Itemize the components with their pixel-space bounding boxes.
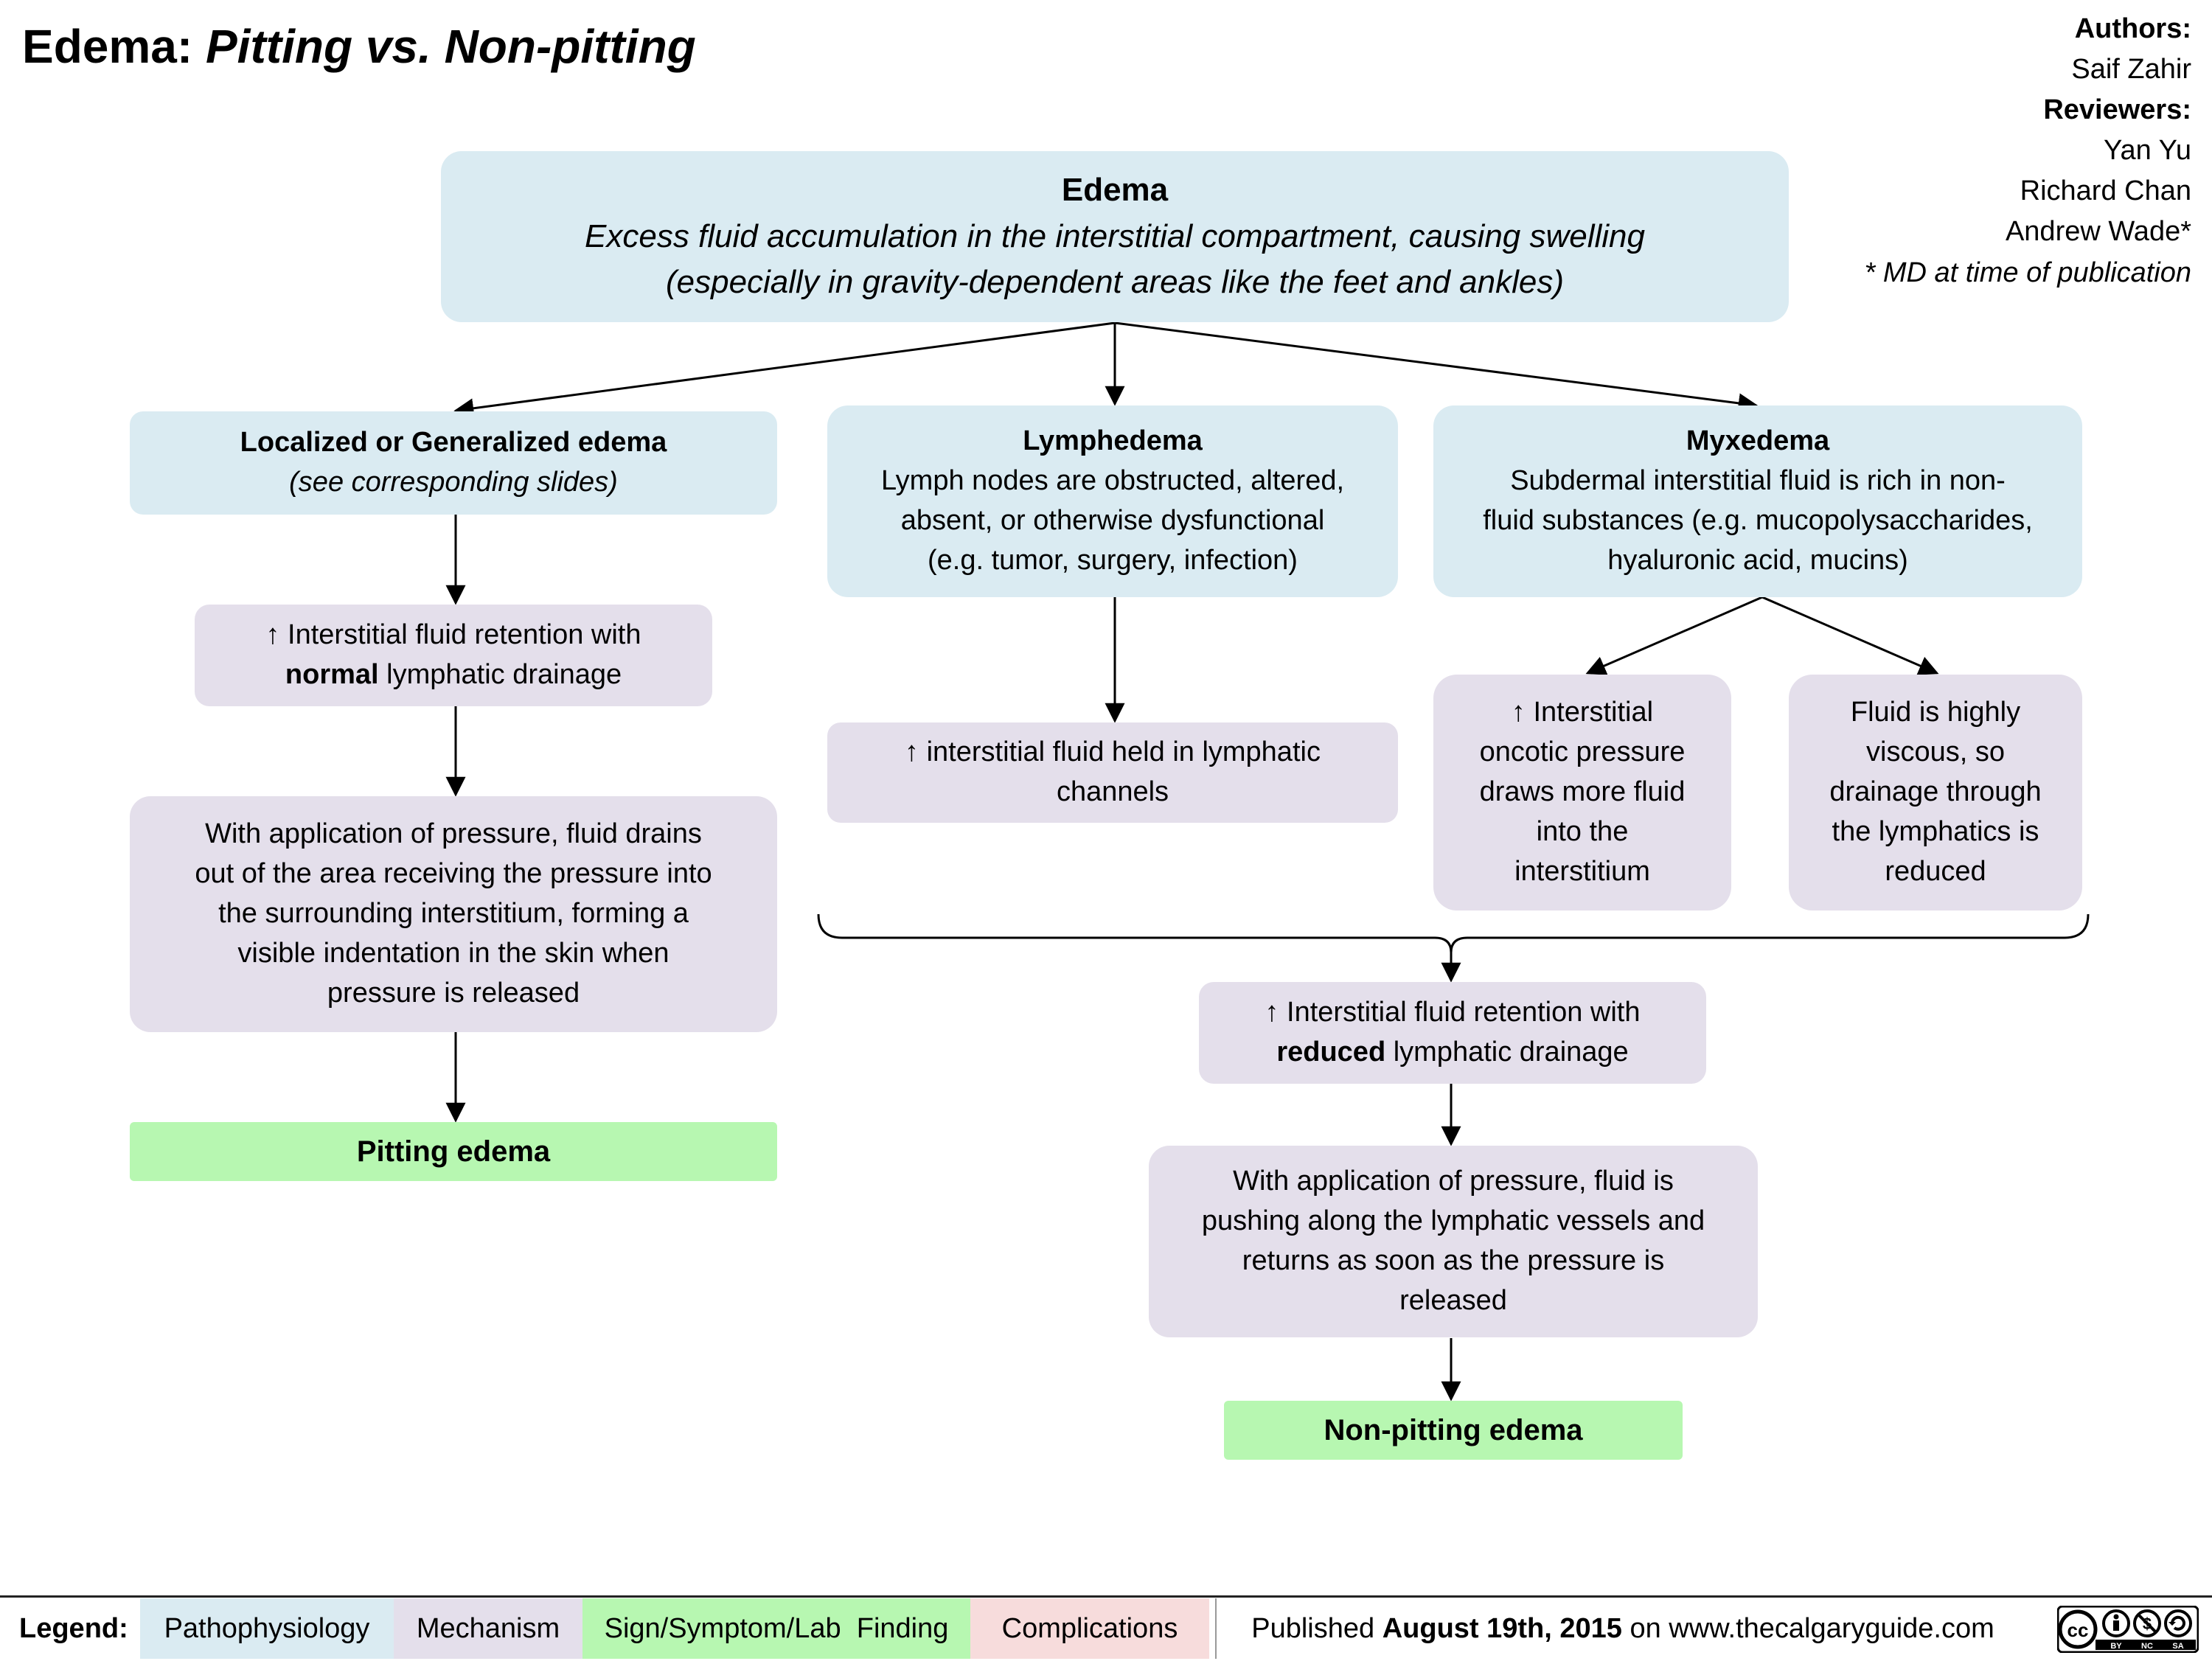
node-localized-generalized: Localized or Generalized edema (see corr… [130, 411, 777, 515]
node-reduced-line: ↑ Interstitial fluid retention with [1265, 997, 1641, 1028]
node-reduced-drainage: ↑ Interstitial fluid retention with redu… [1199, 982, 1706, 1084]
node-myxedema-line: Subdermal interstitial fluid is rich in … [1510, 465, 2006, 497]
node-lymphedema: Lymphedema Lymph nodes are obstructed, a… [827, 405, 1398, 597]
title-main: Edema: [22, 20, 193, 73]
node-oncotic-line: oncotic pressure [1479, 737, 1686, 768]
node-reduced-rest: lymphatic drainage [1385, 1037, 1629, 1068]
node-nonpitting-mech-line: released [1399, 1284, 1507, 1316]
node-edema-line: Excess fluid accumulation in the interst… [585, 217, 1645, 254]
authors-label: Authors: [2074, 13, 2191, 44]
node-oncotic-line: into the [1536, 815, 1629, 847]
published-prefix: Published [1251, 1612, 1375, 1644]
node-normal-drainage: ↑ Interstitial fluid retention with norm… [195, 605, 712, 706]
published-info: Published August 19th, 2015 on www.theca… [1215, 1598, 2029, 1659]
node-normal-line2: normal lymphatic drainage [285, 655, 622, 695]
arrow-edema-to-myxedema [1114, 321, 1759, 414]
legend-bar [0, 1595, 2212, 1661]
legend-item-pathophysiology: Pathophysiology [140, 1598, 394, 1659]
node-normal-line: ↑ Interstitial fluid retention with [265, 619, 641, 651]
legend-label: Legend: [19, 1612, 128, 1644]
title-sub: Pitting vs. Non-pitting [205, 20, 696, 73]
svg-text:BY: BY [2110, 1642, 2122, 1651]
node-pitting-edema: Pitting edema [130, 1122, 777, 1181]
node-nonpitting-mech-line: With application of pressure, fluid is [1233, 1166, 1674, 1197]
node-lymphedema-title: Lymphedema [1023, 425, 1203, 457]
node-lymphatic-channels: ↑ interstitial fluid held in lymphatic c… [827, 722, 1398, 823]
node-pitting-mechanism: With application of pressure, fluid drai… [130, 796, 777, 1032]
node-nonpitting-mechanism: With application of pressure, fluid is p… [1149, 1146, 1758, 1337]
node-myxedema-line: hyaluronic acid, mucins) [1607, 544, 1908, 576]
author-name: Saif Zahir [2071, 54, 2191, 86]
cc-by-nc-sa-icon: cc $ BY NC SA [2056, 1605, 2199, 1654]
node-oncotic-line: interstitium [1514, 855, 1650, 887]
reviewer-name: Andrew Wade* [2005, 216, 2191, 248]
merge-brace [817, 913, 2090, 953]
node-pitting-mech-line: visible indentation in the skin when [237, 937, 669, 969]
node-pitting-mech-line: With application of pressure, fluid drai… [205, 818, 702, 850]
node-channels-line: channels [1056, 776, 1169, 807]
node-pitting-mech-line: out of the area receiving the pressure i… [195, 858, 712, 890]
node-pitting-mech-line: the surrounding interstitium, forming a [218, 898, 689, 930]
node-viscous-fluid: Fluid is highly viscous, so drainage thr… [1789, 675, 2082, 910]
node-oncotic-line: ↑ Interstitial [1511, 697, 1654, 728]
node-edema: Edema Excess fluid accumulation in the i… [441, 151, 1789, 322]
svg-text:cc: cc [2067, 1619, 2089, 1641]
node-viscous-line: the lymphatics is [1832, 815, 2039, 847]
reviewers-label: Reviewers: [2043, 94, 2191, 126]
node-normal-bold: normal [285, 659, 379, 690]
legend-item-complications: Complications [970, 1598, 1209, 1659]
arrow-myxedema-to-oncotic [1585, 596, 1763, 675]
node-oncotic-line: draws more fluid [1479, 776, 1686, 808]
node-lymphedema-line: (e.g. tumor, surgery, infection) [928, 544, 1298, 576]
node-reduced-line2: reduced lymphatic drainage [1276, 1033, 1628, 1073]
published-suffix: on www.thecalgaryguide.com [1630, 1612, 1994, 1644]
arrow-myxedema-to-viscous [1761, 596, 1939, 675]
node-myxedema: Myxedema Subdermal interstitial fluid is… [1433, 405, 2082, 597]
legend-item-sign-symptom: Sign/Symptom/Lab Finding [582, 1598, 970, 1659]
node-reduced-bold: reduced [1276, 1037, 1386, 1068]
node-viscous-line: Fluid is highly [1850, 697, 2021, 728]
svg-text:NC: NC [2141, 1642, 2153, 1651]
node-pitting-edema-label: Pitting edema [356, 1135, 551, 1168]
node-viscous-line: reduced [1885, 855, 1986, 887]
node-viscous-line: drainage through [1829, 776, 2042, 808]
reviewer-name: Yan Yu [2103, 135, 2191, 167]
svg-text:SA: SA [2172, 1642, 2183, 1651]
node-channels-line: ↑ interstitial fluid held in lymphatic [905, 737, 1321, 768]
node-oncotic-pressure: ↑ Interstitial oncotic pressure draws mo… [1433, 675, 1731, 910]
reviewer-name: Richard Chan [2020, 175, 2191, 207]
credits: Authors: Saif Zahir Reviewers: Yan Yu Ri… [1864, 9, 2191, 293]
arrow-edema-to-localized [453, 321, 1116, 419]
node-myxedema-title: Myxedema [1686, 425, 1830, 457]
published-date: August 19th, 2015 [1382, 1612, 1622, 1644]
credits-note: * MD at time of publication [1864, 257, 2191, 288]
node-lymphedema-line: Lymph nodes are obstructed, altered, [880, 465, 1345, 497]
node-pitting-mech-line: pressure is released [327, 977, 580, 1009]
node-localized-sub: (see corresponding slides) [289, 467, 618, 498]
node-nonpitting-mech-line: pushing along the lymphatic vessels and [1201, 1205, 1705, 1237]
node-edema-line: (especially in gravity-dependent areas l… [665, 264, 1565, 301]
node-nonpitting-edema-label: Non-pitting edema [1324, 1413, 1583, 1446]
node-lymphedema-line: absent, or otherwise dysfunctional [900, 505, 1325, 536]
node-viscous-line: viscous, so [1866, 737, 2005, 768]
node-edema-title: Edema [1061, 172, 1169, 209]
node-localized-title: Localized or Generalized edema [240, 427, 667, 459]
node-myxedema-line: fluid substances (e.g. mucopolysaccharid… [1483, 505, 2033, 536]
node-nonpitting-edema: Non-pitting edema [1224, 1401, 1683, 1460]
legend-item-mechanism: Mechanism [394, 1598, 582, 1659]
node-normal-rest: lymphatic drainage [378, 659, 622, 690]
page-title: Edema: Pitting vs. Non-pitting [22, 19, 696, 74]
node-nonpitting-mech-line: returns as soon as the pressure is [1242, 1245, 1665, 1276]
